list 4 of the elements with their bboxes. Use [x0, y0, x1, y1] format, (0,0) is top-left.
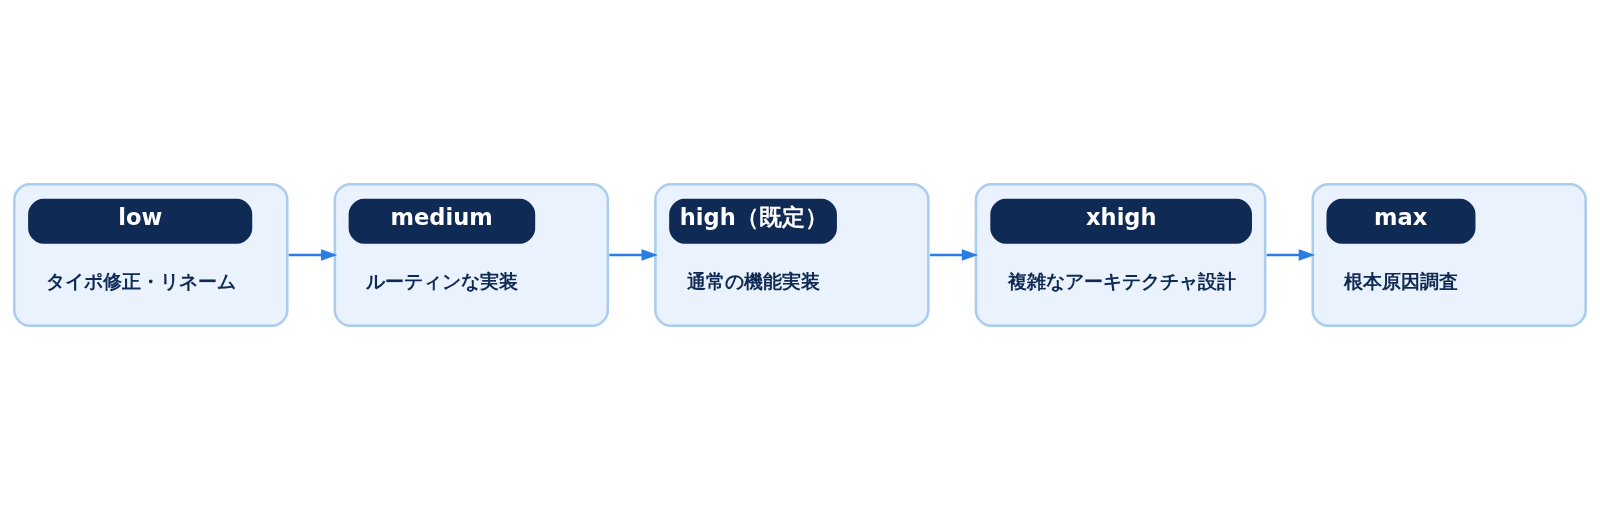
arrow	[288, 248, 338, 261]
arrow	[1266, 248, 1316, 261]
arrow	[609, 248, 658, 261]
arrow	[930, 248, 979, 261]
